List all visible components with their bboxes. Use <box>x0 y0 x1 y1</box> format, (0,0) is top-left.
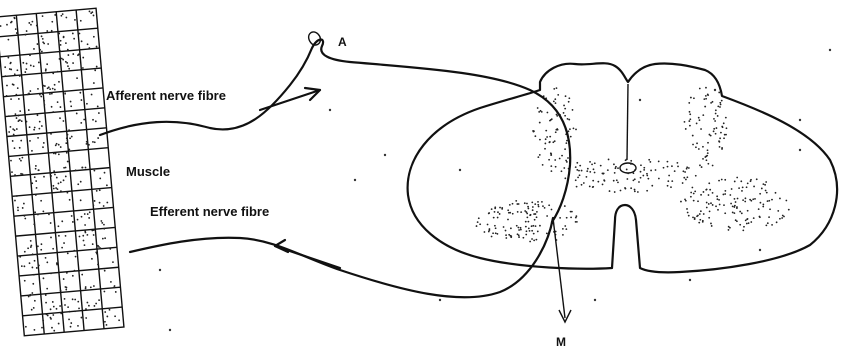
label-muscle: Muscle <box>126 164 170 179</box>
label-motor-neuron: M <box>556 335 566 349</box>
background-specks <box>159 49 831 331</box>
label-efferent-nerve-fibre: Efferent nerve fibre <box>150 204 269 219</box>
dorsal-median-sulcus <box>627 84 628 160</box>
muscle-grid <box>0 8 124 335</box>
label-receptor: A <box>338 35 347 49</box>
muscle-block <box>0 8 124 335</box>
afferent-nerve-fibre <box>100 40 570 223</box>
spinal-cord <box>408 63 837 272</box>
label-afferent-nerve-fibre: Afferent nerve fibre <box>106 88 226 103</box>
efferent-arrow <box>275 240 340 268</box>
spinal-cord-outline <box>408 63 837 272</box>
central-canal <box>620 163 636 173</box>
afferent-arrow <box>260 88 320 110</box>
